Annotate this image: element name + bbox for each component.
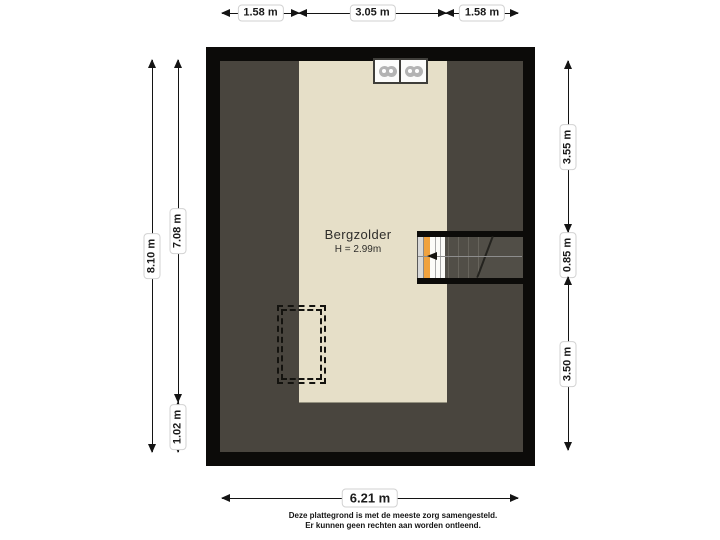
roof-window-left — [373, 58, 402, 84]
roof-window-icon — [375, 60, 400, 82]
dimension-label: 1.02 m — [169, 403, 187, 451]
dimension-left-total: 8.10 m — [143, 59, 161, 453]
room-name: Bergzolder — [324, 227, 392, 242]
dimension-top-2: 3.05 m — [298, 4, 447, 22]
stair-top-edge — [417, 231, 523, 237]
room-label-block: Bergzolder H = 2.99m — [299, 227, 417, 255]
dimension-left-upper: 7.08 m — [169, 59, 187, 403]
disclaimer-line-1: Deze plattegrond is met de meeste zorg s… — [288, 511, 498, 520]
stair-landing-strip — [417, 237, 424, 278]
disclaimer-text: Deze plattegrond is met de meeste zorg s… — [243, 511, 543, 530]
dimension-label: 8.10 m — [143, 232, 161, 280]
dimension-label: 1.58 m — [458, 4, 506, 22]
stair-direction-line — [418, 256, 522, 257]
dimension-label: 3.55 m — [559, 123, 577, 170]
dashed-opening-inner — [281, 309, 322, 380]
dimension-top-3: 1.58 m — [445, 4, 519, 22]
room-height-label: H = 2.99m — [334, 244, 382, 255]
dimension-label: 6.21 m — [341, 488, 399, 508]
roof-window-right — [399, 58, 428, 84]
dimension-top-1: 1.58 m — [221, 4, 300, 22]
dimension-label: 3.05 m — [349, 4, 396, 22]
dimension-label: 1.58 m — [237, 4, 284, 22]
staircase — [417, 231, 523, 284]
stair-direction-arrow-icon — [427, 252, 437, 260]
stair-bottom-edge — [417, 278, 523, 284]
dimension-right-upper: 3.55 m — [559, 60, 577, 233]
dimension-right-middle: 0.85 m — [559, 231, 577, 278]
dimension-bottom-total: 6.21 m — [221, 488, 519, 508]
dimension-label: 3.50 m — [559, 340, 577, 387]
dimension-right-lower: 3.50 m — [559, 276, 577, 451]
dimension-label: 7.08 m — [169, 207, 187, 255]
disclaimer-line-2: Er kunnen geen rechten aan worden ontlee… — [305, 520, 481, 530]
dimension-label: 0.85 m — [559, 231, 577, 278]
roof-window-icon — [401, 60, 426, 82]
dashed-opening-outline — [277, 305, 326, 384]
dimension-left-lower: 1.02 m — [169, 401, 187, 453]
